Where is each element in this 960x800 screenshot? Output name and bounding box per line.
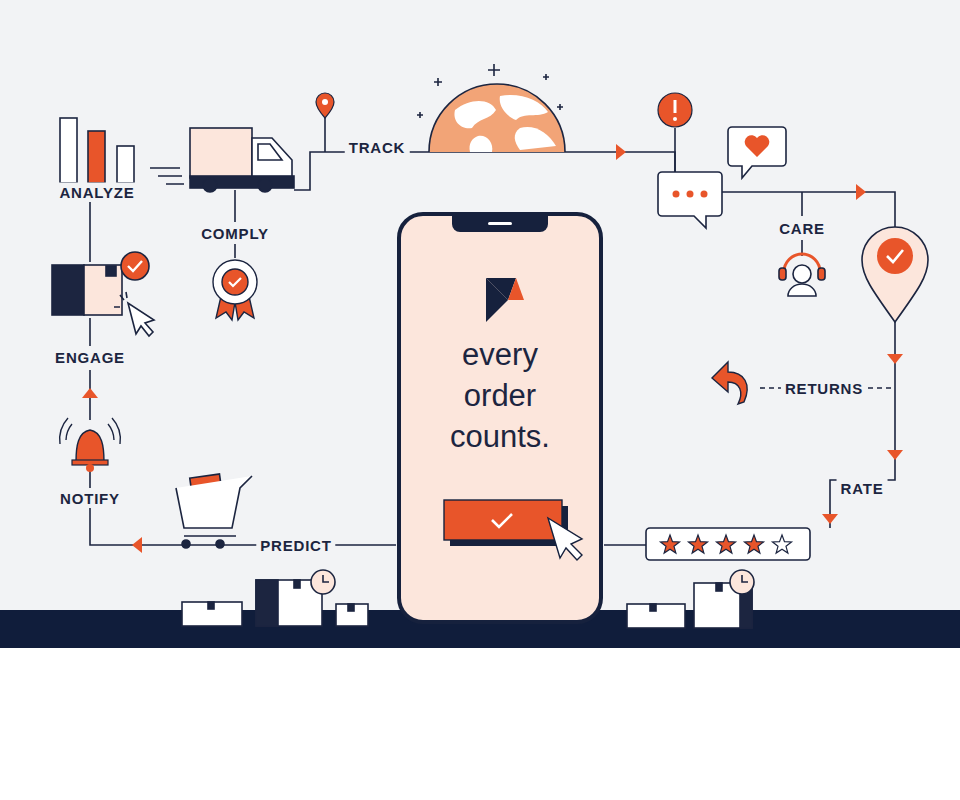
alert-pin — [658, 93, 692, 127]
stage-label: ANALYZE — [55, 183, 138, 202]
speaker — [488, 222, 512, 225]
heart-bubble — [728, 127, 786, 178]
star — [688, 535, 707, 553]
star — [744, 535, 763, 553]
phone-screen: every order counts. — [397, 212, 603, 624]
stage-label: ENGAGE — [51, 348, 129, 367]
return-arrow — [712, 362, 747, 404]
chat-bubble — [658, 172, 722, 228]
stage-label: COMPLY — [197, 224, 273, 243]
star — [716, 535, 735, 553]
phone-notch — [452, 216, 548, 232]
stage-label: TRACK — [345, 138, 410, 157]
rating-stars — [646, 528, 810, 560]
confirm-button — [444, 500, 582, 560]
globe-icon — [429, 84, 565, 152]
stage-label: RETURNS — [781, 379, 867, 398]
stage-label: CARE — [775, 219, 829, 238]
cart-icon — [176, 474, 252, 548]
headset-icon — [779, 254, 825, 296]
badge-icon — [213, 260, 257, 320]
engage-icon — [52, 252, 154, 336]
bell-icon — [60, 418, 121, 472]
phone-art — [401, 216, 599, 620]
star — [660, 535, 679, 553]
location-pin-small — [316, 93, 334, 118]
truck-icon — [150, 128, 294, 192]
bar-chart-icon — [60, 118, 134, 183]
star — [772, 535, 791, 553]
stage-label: NOTIFY — [56, 489, 124, 508]
tagline: every order counts. — [430, 334, 570, 457]
sparkles — [417, 64, 563, 118]
stage-label: RATE — [837, 479, 888, 498]
logo — [486, 278, 524, 322]
location-pin-large — [862, 227, 928, 322]
stage-label: PREDICT — [256, 536, 335, 555]
